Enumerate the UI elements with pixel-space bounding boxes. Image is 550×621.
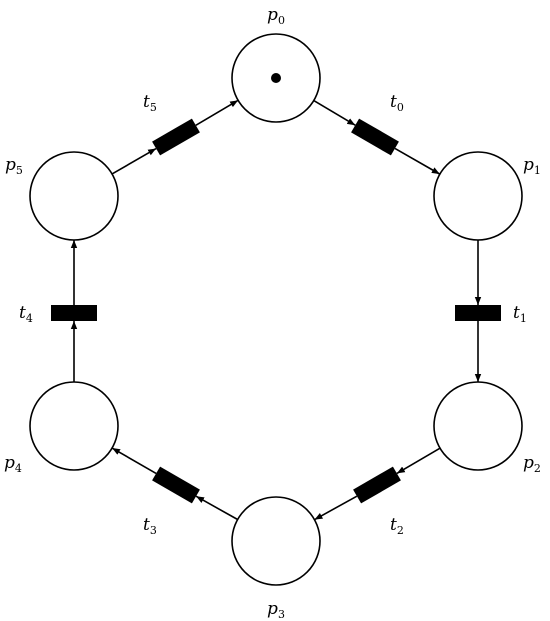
place-label-p5: p5 (5, 155, 23, 177)
place-label-p0: p0 (267, 5, 285, 27)
transition-label-t5: t5 (143, 92, 157, 114)
transition-label-t2: t2 (390, 515, 404, 537)
place-p5 (29, 151, 119, 241)
place-label-p4: p4 (4, 453, 22, 475)
place-label-p1: p1 (523, 155, 541, 177)
place-label-p2: p2 (523, 453, 541, 475)
place-p4 (29, 381, 119, 471)
arc-p3-to-t3 (195, 495, 239, 521)
arcs (70, 99, 482, 521)
transition-t1 (455, 305, 501, 321)
transition-t4 (51, 305, 97, 321)
place-p1 (433, 151, 523, 241)
arc-t3-to-p4 (111, 447, 157, 475)
place-label-p3: p3 (267, 599, 285, 621)
transition-label-t0: t0 (390, 92, 404, 114)
arc-t5-to-p0 (195, 99, 239, 127)
arc-t0-to-p1 (394, 147, 441, 175)
place-p2 (433, 381, 523, 471)
nodes (29, 33, 523, 586)
place-p3 (231, 496, 321, 586)
arc-t2-to-p3 (314, 495, 358, 521)
transition-t0 (351, 118, 399, 156)
arc-p5-to-t5 (111, 147, 157, 175)
arc-p0-to-t0 (313, 99, 356, 126)
token-p0 (271, 73, 281, 83)
transition-t2 (353, 466, 401, 504)
transition-t5 (152, 118, 200, 156)
transition-label-t3: t3 (143, 515, 157, 537)
arc-p2-to-t2 (396, 447, 441, 475)
transition-label-t1: t1 (513, 303, 527, 325)
transition-label-t4: t4 (19, 303, 33, 325)
transition-t3 (152, 466, 200, 504)
